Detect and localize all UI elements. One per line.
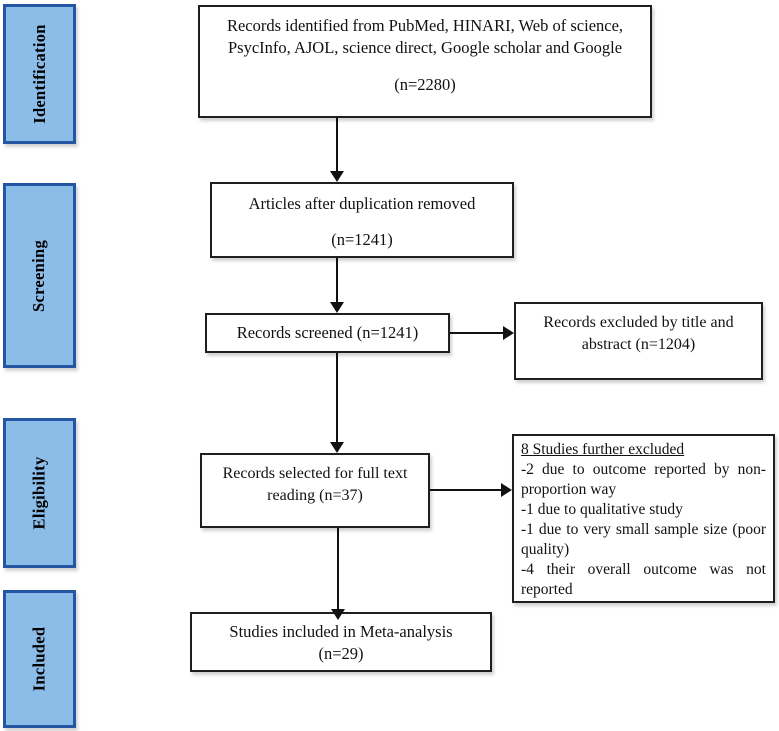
stage-box-screening: Screening [3,183,76,368]
box-full-text-reading: Records selected for full text reading (… [200,453,430,528]
full-text-reading-text: Records selected for full text reading (… [222,465,408,504]
arrow-shaft [337,528,339,611]
arrow-shaft [336,353,338,444]
box-records-screened: Records screened (n=1241) [205,313,450,353]
further-excluded-item: -4 their overall outcome was not reporte… [521,560,766,598]
stage-label-eligibility: Eligibility [29,456,49,530]
box-records-identified: Records identified from PubMed, HINARI, … [198,5,652,118]
records-identified-text: Records identified from PubMed, HINARI, … [226,16,624,58]
arrow-identified-to-dedup [330,118,344,182]
further-excluded-item: -1 due to very small sample size (poor q… [521,520,766,558]
after-duplication-count: (n=1241) [331,230,393,250]
further-excluded-item: -1 due to qualitative study [521,500,683,518]
arrow-shaft [336,258,338,304]
stage-label-identification: Identification [29,24,49,124]
further-excluded-item: -2 due to outcome reported by non-propor… [521,460,766,498]
arrow-fulltext-to-included [331,528,345,620]
after-duplication-text: Articles after duplication removed [248,194,476,213]
box-after-duplication-removed: Articles after duplication removed (n=12… [210,182,514,258]
arrow-down-icon [330,302,344,313]
arrow-screened-to-fulltext [330,353,344,453]
included-meta-analysis-text: Studies included in Meta-analysis [229,622,453,641]
stage-label-included: Included [29,626,49,692]
arrow-down-icon [330,171,344,182]
arrow-right-icon [503,326,514,340]
box-studies-further-excluded: 8 Studies further excluded -2 due to out… [512,434,775,603]
arrow-shaft [336,118,338,173]
arrow-screened-to-excluded [450,326,514,340]
stage-box-eligibility: Eligibility [3,418,76,568]
arrow-fulltext-to-further-excluded [430,483,512,497]
stage-box-included: Included [3,590,76,728]
arrow-dedup-to-screened [330,258,344,313]
arrow-down-icon [331,609,345,620]
arrow-down-icon [330,442,344,453]
records-identified-count: (n=2280) [394,74,456,94]
arrow-shaft [430,489,503,491]
arrow-right-icon [501,483,512,497]
records-screened-text: Records screened (n=1241) [236,322,419,342]
box-excluded-title-abstract: Records excluded by title and abstract (… [514,302,763,380]
included-meta-analysis-count: (n=29) [318,644,364,664]
stage-label-screening: Screening [29,239,49,312]
stage-box-identification: Identification [3,4,76,144]
box-included-meta-analysis: Studies included in Meta-analysis (n=29) [190,612,492,672]
arrow-shaft [450,332,505,334]
further-excluded-heading: 8 Studies further excluded [521,441,685,458]
excluded-title-abstract-text: Records excluded by title and abstract (… [543,314,734,353]
